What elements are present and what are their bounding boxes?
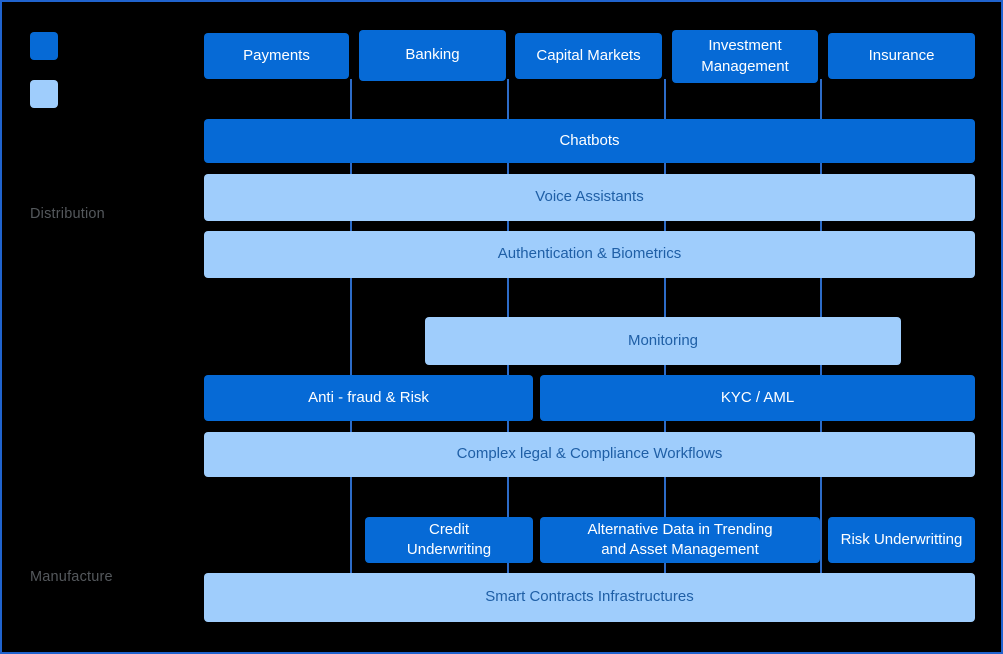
- box-label: Credit Underwriting: [406, 520, 492, 558]
- box-label: Chatbots: [559, 131, 620, 149]
- box-voice-assistants: Voice Assistants: [204, 174, 975, 221]
- box-chatbots: Chatbots: [204, 119, 975, 163]
- box-complex-legal-compliance-workflows: Complex legal & Compliance Workflows: [204, 432, 975, 477]
- box-authentication-biometrics: Authentication & Biometrics: [204, 231, 975, 278]
- box-label: Risk Underwritting: [840, 530, 963, 548]
- side-label-distribution: Distribution: [30, 206, 105, 222]
- legend-dark-blue-swatch: [30, 32, 58, 60]
- column-header-insurance: Insurance: [828, 33, 975, 79]
- box-monitoring: Monitoring: [425, 317, 901, 365]
- legend-light-blue-swatch: [30, 80, 58, 108]
- column-header-banking: Banking: [359, 30, 506, 81]
- box-anti-fraud-risk: Anti - fraud & Risk: [204, 375, 533, 421]
- column-header-label: Banking: [405, 46, 460, 64]
- box-smart-contracts-infrastructures: Smart Contracts Infrastructures: [204, 573, 975, 622]
- box-credit-underwriting: Credit Underwriting: [365, 517, 533, 563]
- column-header-label: Insurance: [868, 46, 935, 64]
- box-label: Authentication & Biometrics: [497, 245, 682, 263]
- box-label: Smart Contracts Infrastructures: [485, 588, 694, 606]
- side-label-manufacture: Manufacture: [30, 569, 113, 585]
- box-label: Monitoring: [627, 331, 699, 349]
- column-header-label: Capital Markets: [536, 46, 641, 64]
- box-label: Anti - fraud & Risk: [308, 388, 429, 406]
- column-header-label: Investment Management: [701, 37, 789, 75]
- box-risk-underwritting: Risk Underwritting: [828, 517, 975, 563]
- box-label: Complex legal & Compliance Workflows: [456, 445, 723, 463]
- column-header-investment-management: Investment Management: [672, 30, 818, 83]
- box-label: Alternative Data in Trending and Asset M…: [587, 520, 773, 558]
- column-header-capital-markets: Capital Markets: [515, 33, 662, 79]
- box-label: Voice Assistants: [535, 188, 644, 206]
- column-header-label: Payments: [243, 46, 310, 64]
- column-header-payments: Payments: [204, 33, 349, 79]
- column-connector-line: [350, 79, 352, 612]
- box-kyc-aml: KYC / AML: [540, 375, 975, 421]
- box-label: KYC / AML: [720, 388, 795, 406]
- box-alternative-data-trending-asset-management: Alternative Data in Trending and Asset M…: [540, 517, 820, 563]
